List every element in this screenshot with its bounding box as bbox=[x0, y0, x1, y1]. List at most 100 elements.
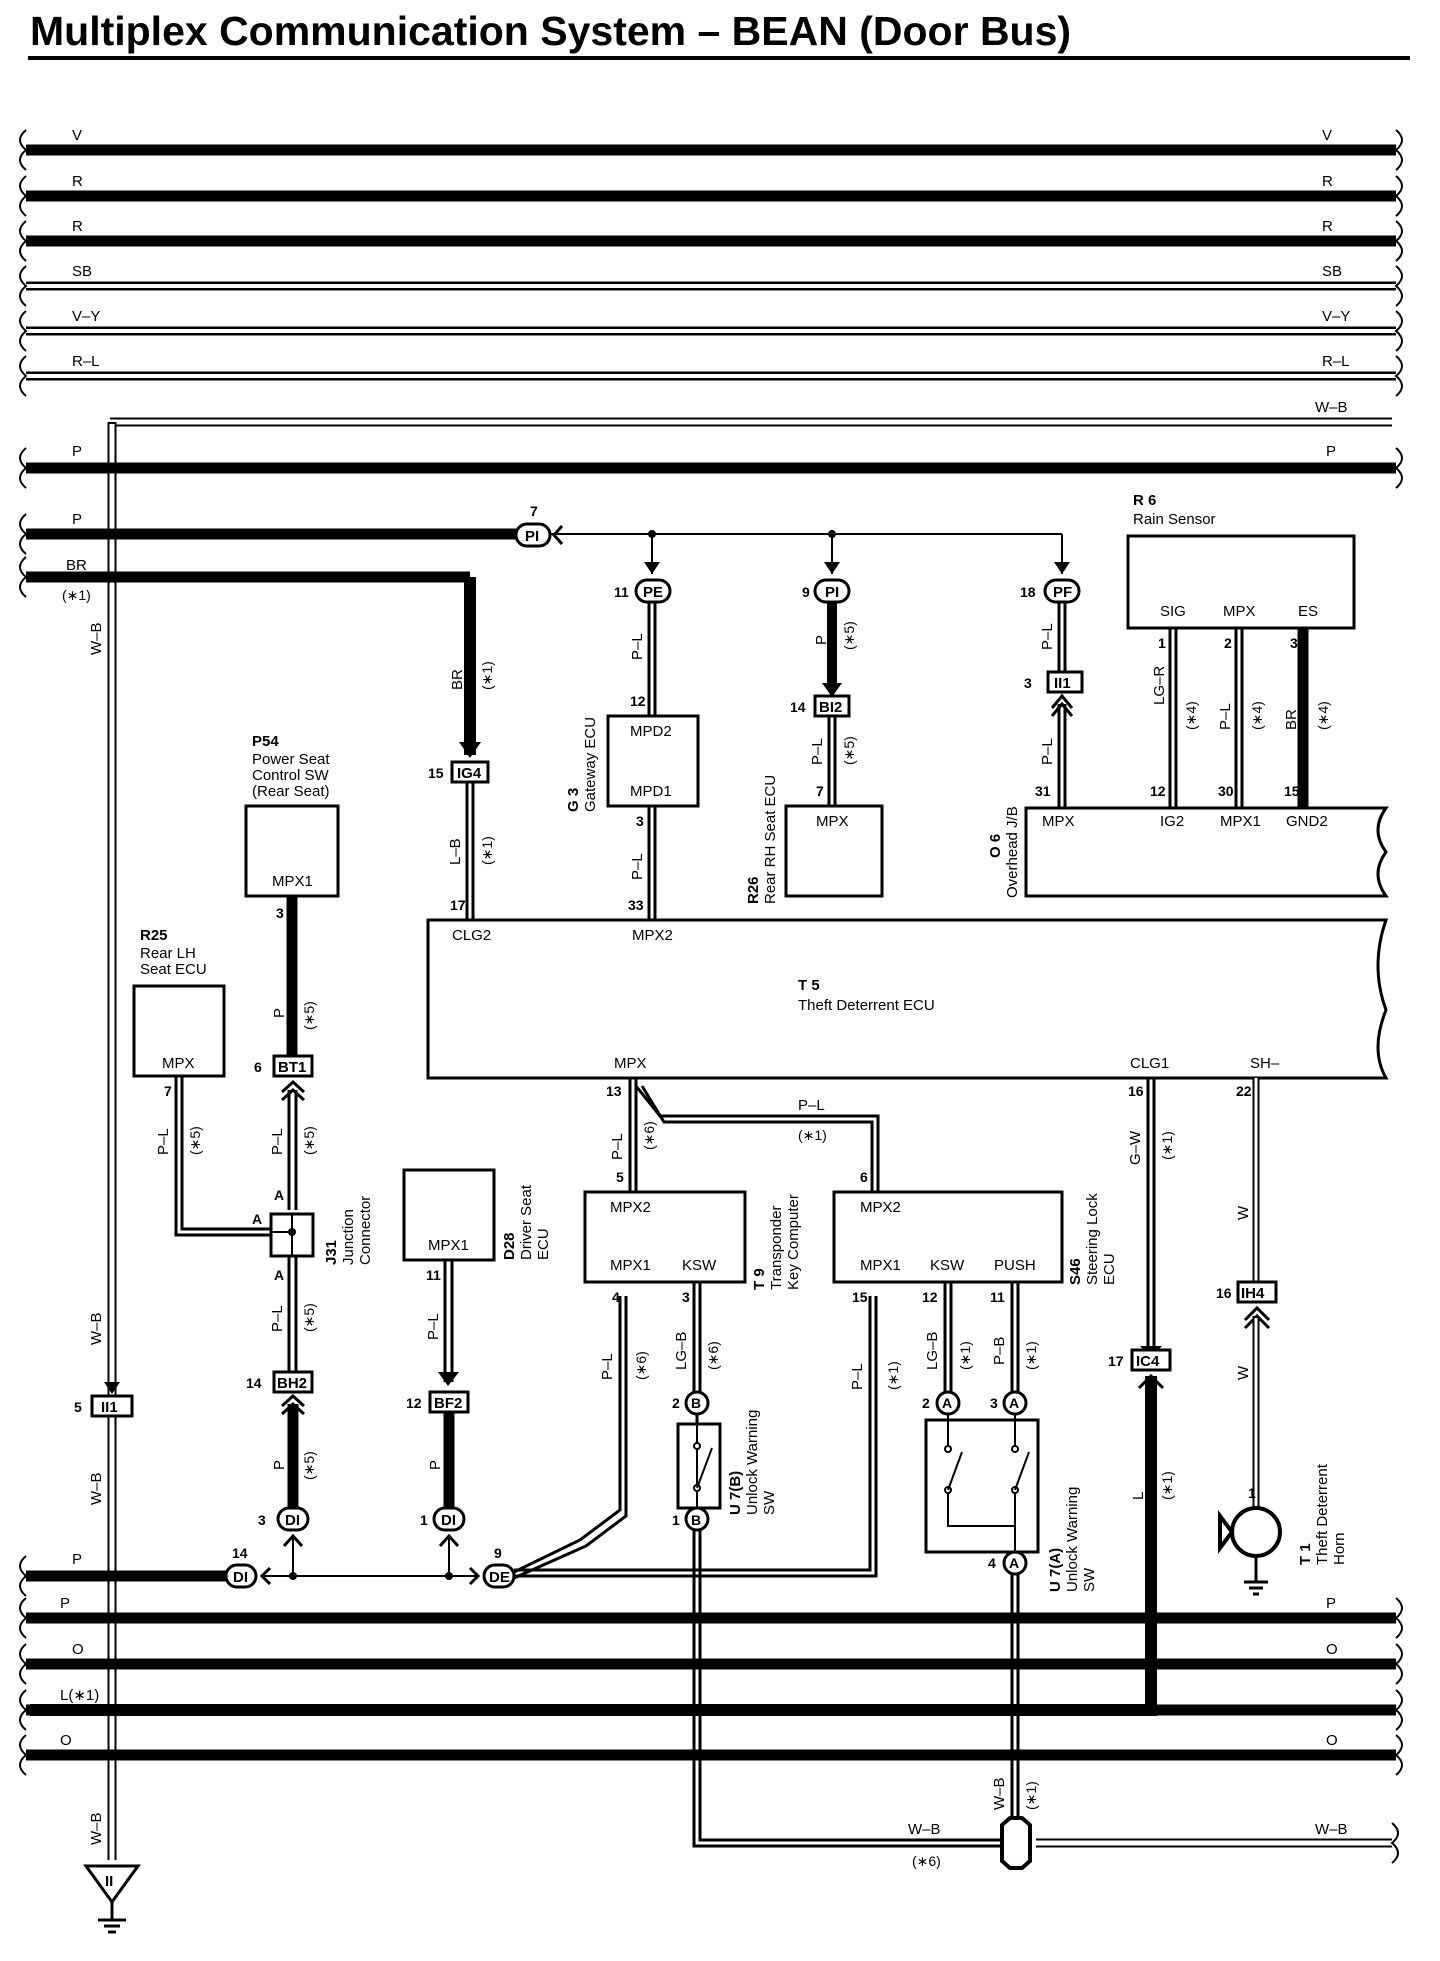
top-bus-label-right-4: V–Y bbox=[1322, 308, 1350, 325]
di-left-label: DI bbox=[285, 1512, 300, 1529]
bottom-bus-brace-left-3 bbox=[19, 1734, 28, 1776]
pin-33-t5: 33 bbox=[628, 897, 644, 913]
pin-22-t5: 22 bbox=[1236, 1083, 1252, 1099]
bottom-bus-brace-left-0 bbox=[19, 1597, 28, 1639]
g3-wire: P–L bbox=[629, 853, 646, 880]
p54-wire: P bbox=[271, 1008, 288, 1018]
pin-16-t5: 16 bbox=[1128, 1083, 1144, 1099]
r25-name1: Rear LH bbox=[140, 945, 196, 962]
t1-name1: Theft Deterrent bbox=[1314, 1463, 1331, 1565]
pi-top-label: PI bbox=[525, 528, 539, 545]
pin-16-ih4: 16 bbox=[1216, 1285, 1232, 1301]
s46-mpx1-note: (∗1) bbox=[885, 1361, 901, 1390]
pin-3-r6: 3 bbox=[1290, 635, 1298, 651]
t5-mpx: MPX bbox=[614, 1055, 647, 1072]
top-bus-label-left-2: R bbox=[72, 218, 83, 235]
top-bus-brace-left-2 bbox=[19, 220, 28, 262]
wb-top-bus: W–B bbox=[110, 399, 1392, 427]
bh2-note: (∗5) bbox=[301, 1451, 317, 1480]
s46-name2: ECU bbox=[1101, 1253, 1118, 1285]
pin-14-di: 14 bbox=[232, 1545, 248, 1561]
t1-name2: Horn bbox=[1331, 1532, 1348, 1565]
j31-id: J31 bbox=[323, 1240, 340, 1265]
bottom-bus-brace-right-3 bbox=[1394, 1734, 1403, 1776]
r26-id: R26 bbox=[745, 876, 762, 904]
ig4-label: IG4 bbox=[457, 765, 482, 782]
wb-top-label: W–B bbox=[1315, 399, 1348, 416]
lower-p-bus-di: P DI 14 DE 9 bbox=[19, 1545, 516, 1597]
r25-note: (∗5) bbox=[187, 1126, 203, 1155]
br-bus-label: BR bbox=[66, 557, 87, 574]
pin-14-bi2: 14 bbox=[790, 699, 806, 715]
pin-15-ig4: 15 bbox=[428, 765, 444, 781]
pin-1-u7b: 1 bbox=[672, 1512, 680, 1528]
top-bus-label-right-2: R bbox=[1322, 218, 1333, 235]
u7a-wb-note: (∗1) bbox=[1023, 1781, 1039, 1810]
ic4-note: (∗1) bbox=[1159, 1471, 1175, 1500]
bt1-note: (∗5) bbox=[301, 1126, 317, 1155]
top-bus-label-left-0: V bbox=[72, 127, 82, 144]
r6-pin-es: ES bbox=[1298, 603, 1318, 620]
p-bus-1-right: P bbox=[1326, 443, 1336, 460]
p54-name1: Power Seat bbox=[252, 751, 330, 768]
pin-12-s46: 12 bbox=[922, 1289, 938, 1305]
pin-15-s46: 15 bbox=[852, 1289, 868, 1305]
g3-id: G 3 bbox=[565, 788, 582, 812]
br-wire-label: BR bbox=[449, 669, 466, 690]
ii1-top-label: II1 bbox=[1054, 675, 1071, 692]
pf-label: PF bbox=[1053, 584, 1072, 601]
pi-branch: PI 9 P (∗5) BI2 14 P–L (∗5) 7 bbox=[790, 534, 857, 806]
r6-w2: P–L bbox=[1217, 703, 1234, 730]
top-bus-brace-right-5 bbox=[1394, 355, 1403, 397]
pin-2-u7a: 2 bbox=[922, 1395, 930, 1411]
pin-1-horn: 1 bbox=[1248, 1485, 1256, 1501]
top-bus-label-left-4: V–Y bbox=[72, 308, 100, 325]
t1-theft-deterrent-horn: T 1 Theft Deterrent Horn bbox=[1218, 1463, 1348, 1596]
t5-sh: SH– bbox=[1250, 1055, 1280, 1072]
o6-mpx: MPX bbox=[1042, 813, 1075, 830]
pin-5-t9: 5 bbox=[616, 1169, 624, 1185]
ih4-wire: W bbox=[1235, 1365, 1252, 1380]
bottom-bus-left-label-2: L(∗1) bbox=[60, 1687, 99, 1704]
g3-mpd2: MPD2 bbox=[630, 723, 672, 740]
t9-mpx2: MPX2 bbox=[610, 1199, 651, 1216]
di-bus-label: DI bbox=[233, 1569, 248, 1586]
pin-1-di: 1 bbox=[420, 1512, 428, 1528]
page-title: Multiplex Communication System – BEAN (D… bbox=[30, 8, 1071, 54]
ih4-label: IH4 bbox=[1241, 1285, 1265, 1302]
u7b-conn-bottom: B bbox=[691, 1512, 701, 1528]
r6-name: Rain Sensor bbox=[1133, 511, 1216, 528]
top-bus-brace-left-5 bbox=[19, 355, 28, 397]
pin-3-di: 3 bbox=[258, 1512, 266, 1528]
p-bus-1-left: P bbox=[72, 443, 82, 460]
p54-id: P54 bbox=[252, 733, 279, 750]
pin-12-g3: 12 bbox=[630, 693, 646, 709]
pin-2-u7b: 2 bbox=[672, 1395, 680, 1411]
pin-11-s46: 11 bbox=[990, 1289, 1005, 1305]
br-wire-note: (∗1) bbox=[479, 661, 495, 690]
g3-gateway-ecu: MPD2 MPD1 G 3 Gateway ECU 3 P–L 33 bbox=[565, 714, 700, 920]
bi2-label: BI2 bbox=[819, 699, 842, 716]
bottom-bus-left-label-3: O bbox=[60, 1732, 72, 1749]
title-underline bbox=[28, 56, 1410, 60]
top-bus-label-right-5: R–L bbox=[1322, 353, 1350, 370]
s46-steering-lock-ecu: MPX2 MPX1 KSW PUSH S46 Steering Lock ECU… bbox=[832, 1190, 1118, 1392]
pin-9-de: 9 bbox=[494, 1545, 502, 1561]
r26-name: Rear RH Seat ECU bbox=[762, 775, 779, 904]
pe-wire-label: P–L bbox=[629, 633, 646, 660]
top-bus-brace-right-0 bbox=[1394, 129, 1403, 171]
o6-gnd2: GND2 bbox=[1286, 813, 1328, 830]
top-bus-brace-left-1 bbox=[19, 175, 28, 217]
wb-vert-label-1: W–B bbox=[88, 622, 105, 655]
o6-overhead-jb: MPX IG2 MPX1 GND2 O 6 Overhead J/B bbox=[987, 806, 1389, 898]
bottom-bus-right-label-3: O bbox=[1326, 1732, 1338, 1749]
j31-junction-connector: J31 Junction Connector A P–L (∗5) BH2 14… bbox=[246, 1196, 374, 1580]
u7a-wb-wire: W–B bbox=[991, 1777, 1008, 1810]
pin-4-t9: 4 bbox=[612, 1289, 620, 1305]
clg1-wire: G–W bbox=[1127, 1130, 1144, 1165]
p54-note: (∗5) bbox=[301, 1001, 317, 1030]
pf-wire-label-2: P–L bbox=[1039, 738, 1056, 765]
bottom-bus-brace-right-0 bbox=[1394, 1597, 1403, 1639]
pi-wire-label-2: P–L bbox=[809, 738, 826, 765]
